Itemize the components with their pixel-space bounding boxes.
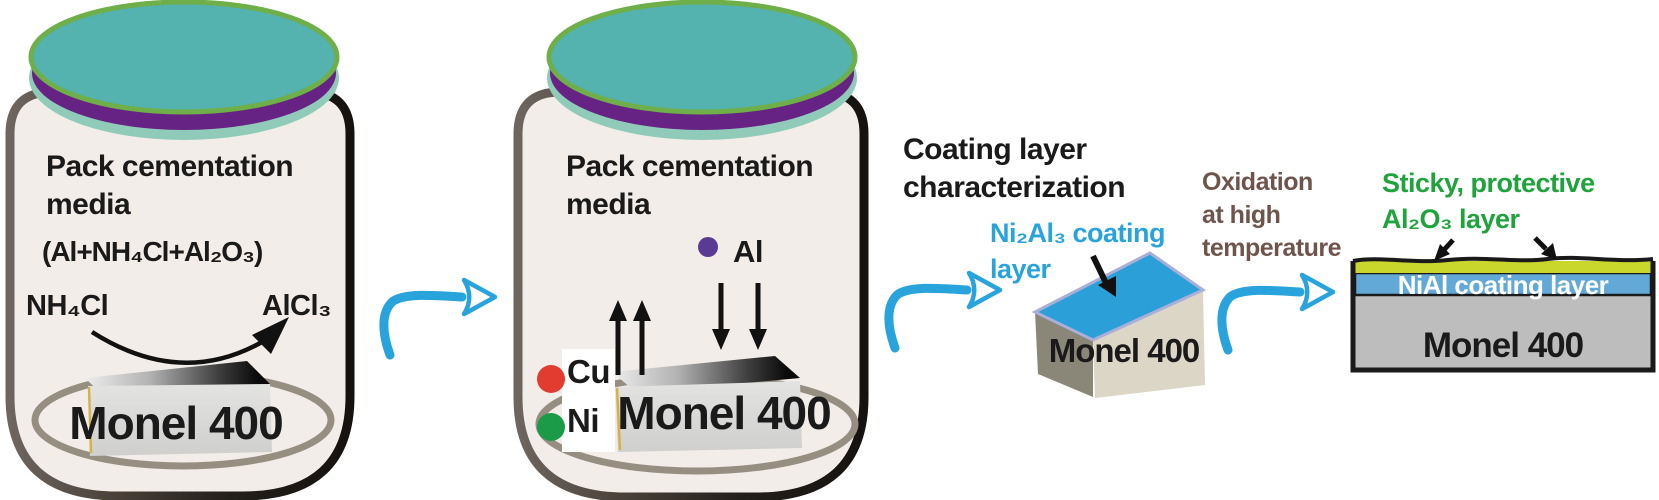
jar2-substrate-label: Monel 400 <box>617 387 831 439</box>
nial-layer-label: NiAl coating layer <box>1397 270 1609 300</box>
jar1-product-label: AlCl₃ <box>262 290 331 322</box>
coated-block <box>1031 251 1207 398</box>
stack-border <box>1350 261 1656 373</box>
jar1-title-label: Pack cementation media <box>46 150 294 222</box>
ni-dot-icon <box>537 413 565 441</box>
oxide-pointer-icons <box>1434 236 1557 261</box>
jar2-ni-label: Ni <box>567 402 600 439</box>
pointer-arrow-icon <box>1090 254 1116 297</box>
coated-block-substrate-label: Monel 400 <box>1048 332 1201 369</box>
characterization-heading: Coating layer characterization <box>903 133 1126 205</box>
ni2al3-coating-label: Ni₂Al₃ coating layer <box>990 218 1166 285</box>
al-dot-icon <box>698 237 718 257</box>
al2o3-oxide-label: Sticky, protective Al₂O₃ layer <box>1382 168 1595 234</box>
layer-stack <box>1350 236 1656 373</box>
jar-1 <box>5 0 355 500</box>
oxide-layer <box>1355 261 1651 273</box>
element-chip-bg <box>562 349 615 452</box>
flow-arrow-icon-3 <box>1222 275 1333 350</box>
block-coating-top <box>1031 251 1207 342</box>
stack-substrate-label: Monel 400 <box>1422 326 1584 365</box>
deposit-arrow-icons <box>712 283 767 350</box>
jar-2 <box>513 0 869 500</box>
monel-block <box>612 356 802 452</box>
flow-arrow-icon-1 <box>384 280 495 355</box>
oxide-wavy-top <box>1352 255 1654 264</box>
jar1-substrate-label: Monel 400 <box>69 397 283 449</box>
cu-dot-icon <box>537 365 565 393</box>
monel-block <box>85 361 272 456</box>
jar2-al-label: Al <box>733 234 764 269</box>
jar-lid <box>28 0 340 140</box>
block-front-face <box>1093 290 1205 398</box>
reaction-arrow-icon <box>90 317 289 365</box>
jar2-title-label: Pack cementation media <box>566 150 814 222</box>
release-arrow-icons <box>609 300 651 375</box>
oxidation-process-label: Oxidation at high temperature <box>1202 168 1342 262</box>
jar2-cu-label: Cu <box>567 353 611 390</box>
jar1-formula-label: (Al+NH₄Cl+Al₂O₃) <box>42 236 263 267</box>
substrate-layer <box>1355 295 1651 370</box>
jar1-reactant-label: NH₄Cl <box>26 290 109 322</box>
jar-lid <box>546 0 858 140</box>
flow-arrow-icon-2 <box>889 273 1000 348</box>
